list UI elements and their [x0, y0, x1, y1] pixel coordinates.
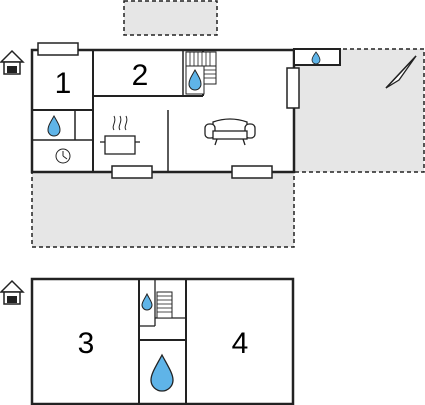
- ground-floor: 1 2: [30, 42, 341, 179]
- compass-north-arrow-icon: [385, 55, 417, 89]
- window: [231, 165, 273, 179]
- top-terrace: [123, 0, 218, 36]
- washing-machine-icon: [55, 148, 71, 164]
- large-bathroom-drop-icon: [150, 353, 174, 392]
- house-entrance-icon: [0, 49, 25, 75]
- window: [37, 42, 79, 56]
- armchair-icon: [204, 118, 256, 146]
- window: [111, 165, 153, 179]
- kitchen-pot-icon: [100, 115, 140, 155]
- room-number-3: 3: [78, 327, 95, 360]
- room-number-1: 1: [55, 67, 72, 100]
- terrace-drop-icon: [311, 51, 321, 65]
- staircase-icon: [156, 291, 173, 319]
- upper-floor: 3 4: [30, 277, 295, 405]
- room-number-4: 4: [232, 327, 249, 360]
- bathroom-drop-icon: [141, 292, 153, 311]
- room-number-2: 2: [132, 59, 149, 92]
- window: [286, 67, 300, 109]
- house-entrance-icon: [0, 279, 25, 305]
- bathroom-drop-icon: [185, 65, 205, 95]
- bathroom-drop-icon: [47, 114, 61, 137]
- bottom-terrace: [31, 171, 295, 248]
